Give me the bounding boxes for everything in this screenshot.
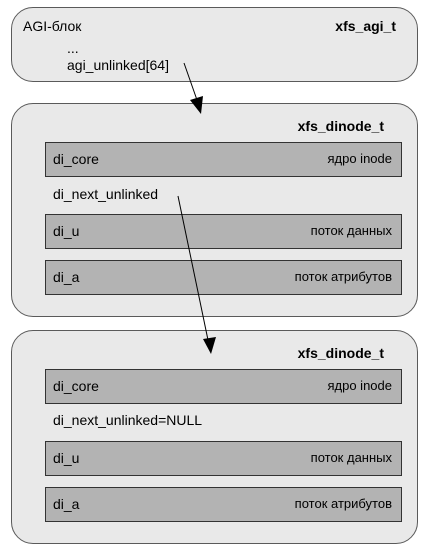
inode2-u-desc: поток данных xyxy=(310,450,392,465)
inode2-u-name: di_u xyxy=(53,450,80,466)
inode1-data-fork: di_u поток данных xyxy=(45,214,402,249)
inode-block-1: xfs_dinode_t di_core ядро inode di_next_… xyxy=(11,103,418,317)
agi-ellipsis: ... xyxy=(67,40,79,56)
inode2-a-name: di_a xyxy=(53,496,80,512)
inode2-struct-name: xfs_dinode_t xyxy=(297,345,384,361)
inode1-u-name: di_u xyxy=(53,223,80,239)
inode1-attr-fork: di_a поток атрибутов xyxy=(45,260,402,295)
inode2-core-field: di_core ядро inode xyxy=(45,369,402,404)
agi-struct-name: xfs_agi_t xyxy=(335,18,396,34)
inode1-u-desc: поток данных xyxy=(310,223,392,238)
inode2-core-name: di_core xyxy=(53,378,99,394)
inode1-next-unlinked: di_next_unlinked xyxy=(53,186,159,202)
inode2-next-unlinked: di_next_unlinked=NULL xyxy=(53,412,203,428)
inode2-core-desc: ядро inode xyxy=(327,378,392,393)
inode1-struct-name: xfs_dinode_t xyxy=(297,118,384,134)
inode1-core-desc: ядро inode xyxy=(327,151,392,166)
inode1-a-name: di_a xyxy=(53,269,80,285)
inode-block-2: xfs_dinode_t di_core ядро inode di_next_… xyxy=(11,330,418,544)
agi-block: AGI-блок xfs_agi_t ... agi_unlinked[64] xyxy=(11,7,418,82)
agi-unlinked-field: agi_unlinked[64] xyxy=(67,57,169,73)
inode1-core-name: di_core xyxy=(53,151,99,167)
inode2-attr-fork: di_a поток атрибутов xyxy=(45,487,402,522)
agi-block-title: AGI-блок xyxy=(23,18,82,34)
inode1-a-desc: поток атрибутов xyxy=(294,269,392,284)
inode1-core-field: di_core ядро inode xyxy=(45,142,402,177)
inode2-data-fork: di_u поток данных xyxy=(45,441,402,476)
inode2-a-desc: поток атрибутов xyxy=(294,496,392,511)
